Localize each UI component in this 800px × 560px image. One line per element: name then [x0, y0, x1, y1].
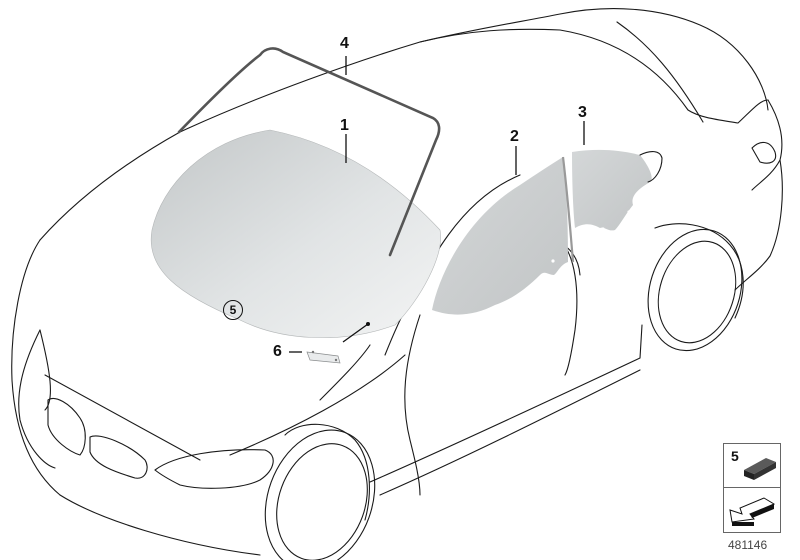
diagram-id: 481146 [728, 538, 768, 552]
mounting-holes [458, 210, 631, 320]
callout-3: 3 [578, 104, 587, 121]
door-glass-edge [561, 156, 575, 263]
arrow-down-left-icon [729, 497, 776, 526]
windscreen-seal-part-4[interactable] [177, 47, 441, 257]
legend-number: 5 [731, 448, 739, 464]
callout-2: 2 [510, 128, 519, 145]
callout-5-circled: 5 [223, 300, 243, 320]
legend-divider [724, 487, 780, 488]
legend-box: 5 [723, 443, 781, 533]
windscreen-part-1[interactable] [150, 129, 441, 338]
sensor-bracket-part-6[interactable] [306, 350, 341, 364]
callout-1: 1 [340, 117, 349, 134]
callout-4: 4 [340, 35, 349, 52]
rear-side-glass-part-3[interactable] [572, 149, 652, 231]
black-block-icon [744, 458, 776, 480]
leader-lines [289, 56, 585, 353]
door-glass-part-2[interactable] [432, 157, 568, 315]
callout-6: 6 [273, 343, 282, 360]
car-body-outline [11, 8, 783, 560]
